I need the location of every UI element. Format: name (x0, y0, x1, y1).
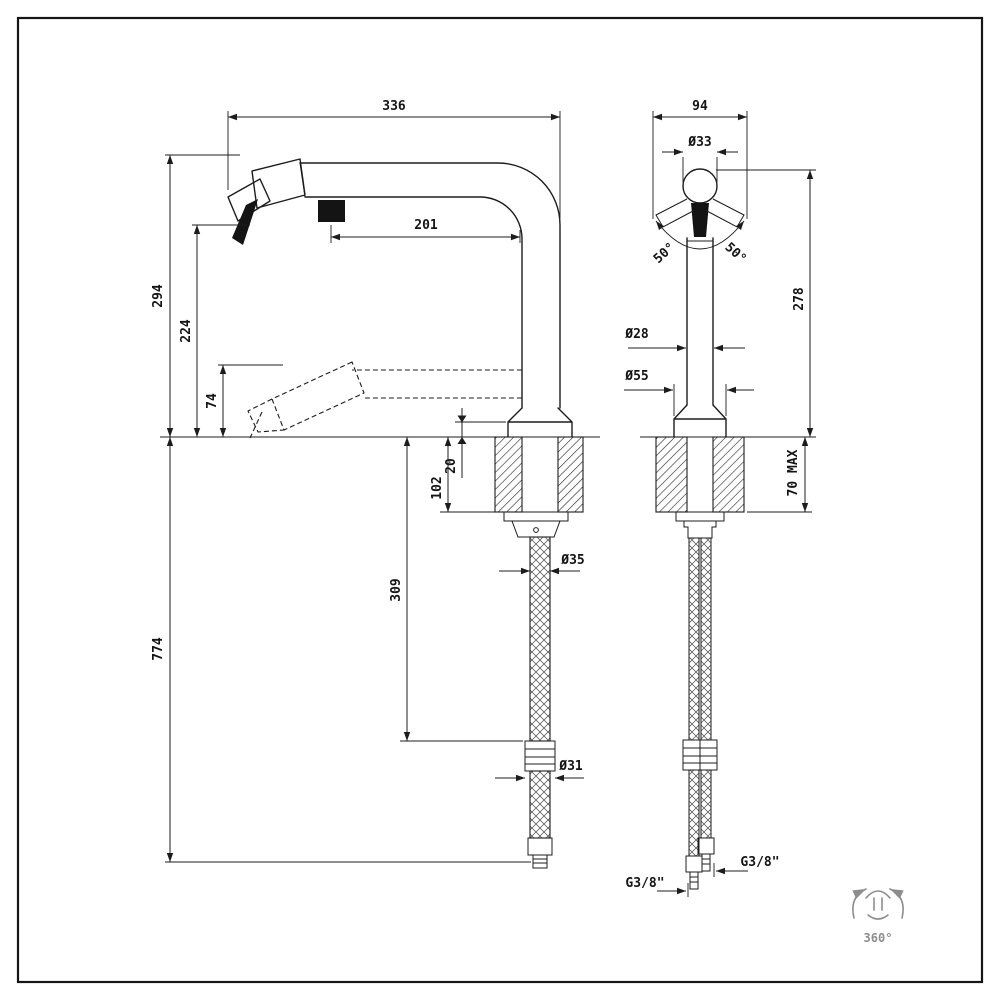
hose-fitting (524, 740, 556, 772)
side-view (227, 158, 584, 869)
dim-94: 94 (652, 99, 748, 219)
dim-294: 294 (151, 154, 240, 437)
side-view-hose (524, 536, 556, 869)
dim-o55: Ø55 (624, 369, 754, 416)
front-view (655, 168, 745, 890)
dim-label-201: 201 (414, 218, 438, 233)
dim-o33: Ø33 (662, 135, 738, 182)
dim-309: 309 (389, 437, 523, 742)
rotation-360-icon: 360° (852, 888, 904, 945)
hose-thread-tip (532, 854, 548, 869)
side-view-handle-head (227, 158, 306, 245)
dim-label-o31: Ø31 (558, 759, 583, 774)
dim-label-336: 336 (382, 99, 406, 114)
dim-278: 278 (716, 169, 816, 437)
dim-label-g38-right: G3/8" (740, 855, 779, 870)
left-hose-nut (685, 855, 703, 873)
dim-label-294: 294 (151, 284, 166, 308)
washer (503, 511, 569, 522)
lever-swing-left (655, 198, 694, 228)
dim-label-70max: 70 MAX (786, 449, 801, 496)
dim-label-o35: Ø35 (560, 553, 584, 568)
right-hose-nut (697, 837, 715, 855)
knob-stem (691, 203, 709, 237)
rotation-arrow-left (852, 888, 867, 919)
rotation-arrow-right (889, 888, 904, 919)
dim-label-278: 278 (792, 287, 807, 311)
dim-label-774: 774 (151, 637, 166, 661)
dim-label-50-right: 50° (722, 240, 749, 267)
dim-label-102: 102 (430, 476, 445, 499)
dim-74: 74 (205, 364, 283, 437)
dim-102: 102 (430, 437, 497, 513)
dim-g38-right: G3/8" (713, 855, 780, 877)
dim-label-o33: Ø33 (687, 135, 711, 150)
dim-label-g38-left: G3/8" (625, 876, 664, 891)
front-view-knob (655, 168, 745, 237)
dim-label-50-left: 50° (651, 240, 678, 267)
front-view-mounting-hatch (655, 436, 745, 539)
front-view-column (673, 237, 727, 438)
dim-70max: 70 MAX (747, 437, 812, 513)
mounting-nut (511, 520, 561, 538)
rotation-icon-label: 360° (864, 931, 893, 945)
spray-button (318, 200, 345, 222)
hose-connector (683, 520, 717, 539)
dim-label-o55: Ø55 (624, 369, 648, 384)
dim-label-94: 94 (692, 99, 708, 114)
hose-nut (527, 837, 553, 856)
dim-label-o28: Ø28 (624, 327, 649, 342)
side-view-mounting-hatch (494, 436, 584, 538)
dim-label-309: 309 (389, 578, 404, 601)
dim-201: 201 (330, 218, 521, 243)
washer (675, 511, 725, 522)
dim-336: 336 (227, 99, 561, 218)
dim-label-224: 224 (179, 319, 194, 343)
rotation-icon-spout (865, 890, 891, 899)
lever-swing-right (706, 198, 745, 228)
front-view-hoses (682, 537, 718, 890)
dim-774: 774 (151, 437, 531, 863)
side-view-spout-tube (299, 162, 573, 438)
right-hose-tip (701, 853, 711, 872)
side-view-pullout-ghost (247, 361, 522, 439)
dim-g38-left: G3/8" (625, 876, 689, 897)
handle-lever (232, 199, 258, 245)
drawing-border (16, 16, 984, 984)
dim-label-20: 20 (444, 458, 459, 474)
dim-o31: Ø31 (495, 759, 584, 782)
dim-224: 224 (179, 224, 250, 437)
dim-o35: Ø35 (499, 553, 585, 575)
left-hose-tip (689, 871, 699, 890)
dim-label-74: 74 (205, 393, 220, 409)
dim-o28: Ø28 (624, 327, 745, 352)
